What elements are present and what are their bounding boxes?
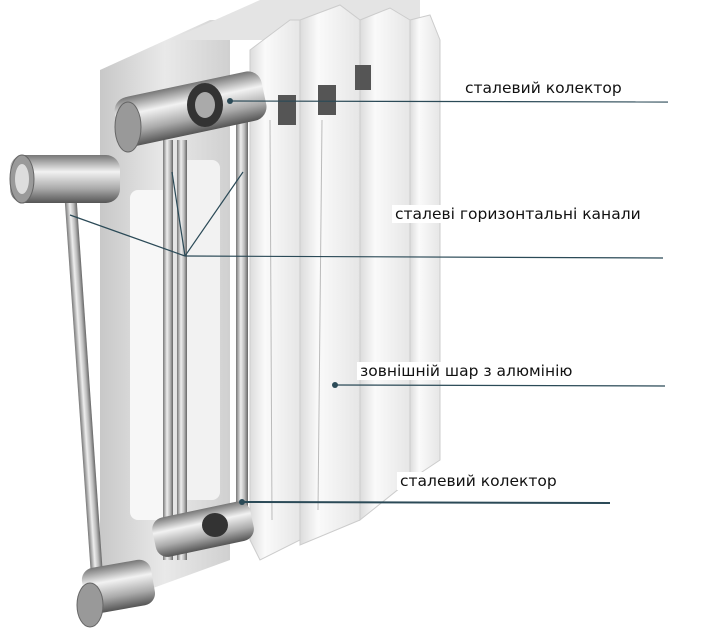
leader-channel-2 bbox=[171, 171, 186, 257]
label-bottom-collector: сталевий колектор bbox=[397, 472, 560, 490]
aluminium-sections bbox=[249, 4, 441, 561]
leader-bottom-collector bbox=[241, 501, 611, 504]
leader-channel-3 bbox=[184, 171, 244, 257]
steel-pipes bbox=[9, 71, 267, 628]
leader-channel-1 bbox=[69, 214, 186, 257]
label-top-collector: сталевий колектор bbox=[462, 79, 625, 97]
leader-channels bbox=[184, 255, 664, 259]
leader-top-collector bbox=[229, 100, 669, 103]
leader-lines bbox=[69, 100, 669, 504]
label-horizontal-channels: сталеві горизонтальні канали bbox=[392, 205, 644, 223]
dot-aluminium bbox=[332, 382, 338, 388]
dot-bottom-collector bbox=[239, 499, 245, 505]
label-aluminium-layer: зовнішній шар з алюмінію bbox=[357, 362, 576, 380]
dot-top-collector bbox=[227, 98, 233, 104]
leader-aluminium bbox=[334, 384, 666, 387]
